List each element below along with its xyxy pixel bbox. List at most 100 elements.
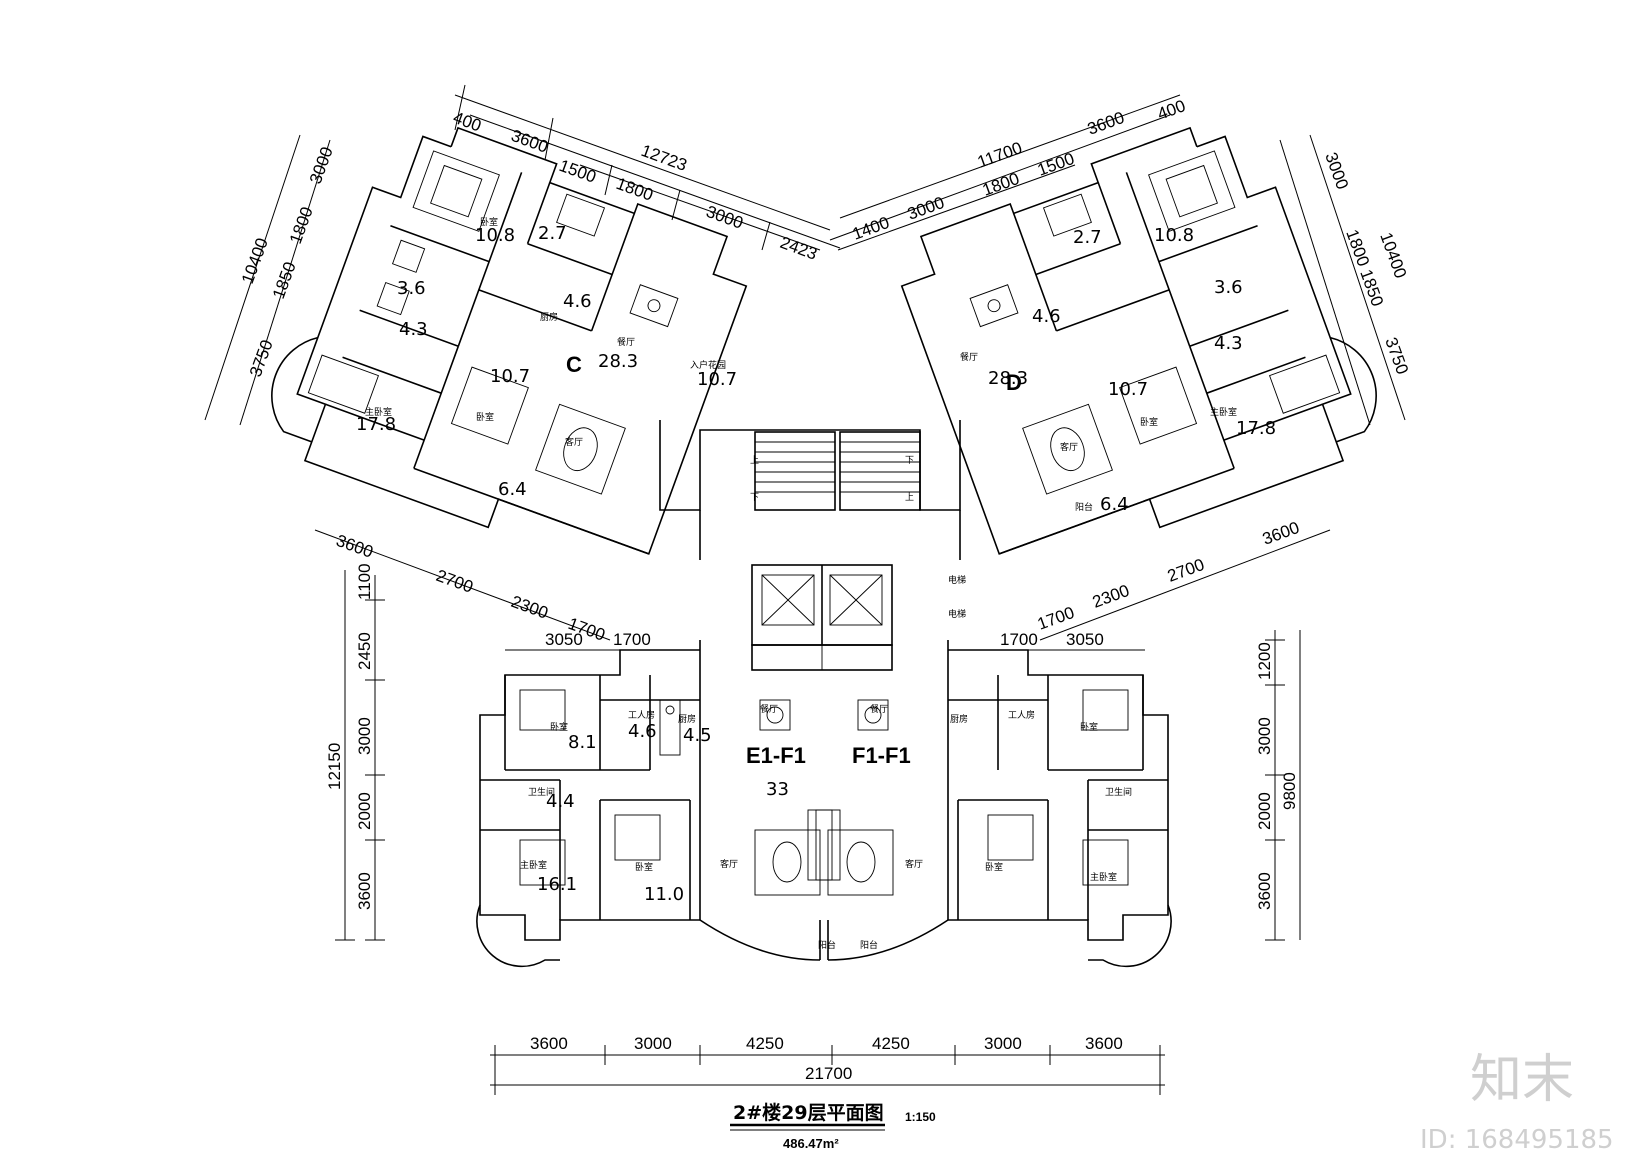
room-e-kitchen: 厨房 [678,713,696,725]
room-d-master: 主卧室 [1210,406,1237,418]
room-d-living: 客厅 [1060,441,1078,453]
area-c-1: 2.7 [538,223,567,244]
room-e-dining: 餐厅 [760,703,778,715]
area-c-8: 17.8 [356,414,396,435]
dim-le-1: 2450 [355,632,374,670]
dim-ue-1: 1700 [613,630,651,649]
dim-tl-0: 400 [451,108,484,136]
unit-c-label: C [566,352,582,377]
room-e-master: 主卧室 [520,859,547,871]
dim-le-2: 12150 [325,743,344,790]
drawing-title: 2#楼29层平面图 [733,1101,884,1124]
title-block [730,1123,885,1131]
dim-tl-3: 1500 [557,156,599,187]
stair-down-2: 下 [750,493,759,503]
room-f-worker: 工人房 [1008,709,1035,721]
dim-mr-2: 2700 [1165,555,1207,586]
area-c-5: 28.3 [598,351,638,372]
area-c-3: 4.6 [563,291,592,312]
area-e-0: 8.1 [568,732,597,753]
dim-top-right [829,94,1181,251]
dim-le-3: 3000 [355,717,374,755]
area-d-0: 10.8 [1154,225,1194,246]
area-e-4: 16.1 [537,874,577,895]
dim-ml-0: 3600 [334,531,376,562]
dim-b-4: 3000 [984,1034,1022,1053]
dim-mid [314,529,1331,641]
area-d-1: 2.7 [1073,227,1102,248]
room-e-bedroom2: 卧室 [635,861,653,873]
stair-up-2: 上 [905,492,914,503]
room-c-bedroom2: 卧室 [476,411,494,423]
dim-tr-4: 3000 [905,193,947,224]
dim-tr-6: 1500 [1035,149,1077,180]
dim-rf-0: 1200 [1255,642,1274,680]
dim-b-0: 3600 [530,1034,568,1053]
dim-tr-1: 3600 [1085,108,1127,139]
dim-lc-3: 1850 [269,259,300,301]
area-e-5: 11.0 [644,884,684,905]
stair-down-1: 下 [905,456,914,466]
dim-left-c [204,134,331,426]
room-f-elevator2: 电梯 [948,608,966,620]
area-e-3: 4.4 [546,791,575,812]
dim-le-0: 1100 [355,563,374,600]
room-f-balcony: 阳台 [860,939,878,951]
dim-rf-4: 3600 [1255,872,1274,910]
unit-c [271,126,748,555]
area-d-3: 4.6 [1032,306,1061,327]
dim-b-1: 3000 [634,1034,672,1053]
dim-uf-1: 3050 [1066,630,1104,649]
room-c-dining: 餐厅 [617,336,635,348]
dim-tr-2: 400 [1155,96,1188,124]
dim-tl-1: 3600 [509,126,551,157]
area-c-2: 3.6 [397,278,426,299]
room-f-elevator: 电梯 [948,574,966,586]
area-d-8: 6.4 [1100,494,1129,515]
room-e-balcony: 阳台 [818,939,836,951]
dim-lc-4: 3750 [246,337,277,379]
area-c-4: 4.3 [399,319,428,340]
room-c-kitchen: 厨房 [540,311,558,323]
dim-lc-2: 10400 [238,235,272,286]
room-f-kitchen: 厨房 [950,713,968,725]
core-stairs [659,420,961,671]
dim-ml-2: 2300 [509,592,551,623]
dim-rf-2: 9800 [1280,772,1299,810]
area-c-6: 10.7 [697,369,737,390]
area-d-2: 3.6 [1214,277,1243,298]
room-d-bedroom: 卧室 [1140,416,1158,428]
dim-b-5: 3600 [1085,1034,1123,1053]
watermark-id: ID: 168495185 [1420,1125,1614,1155]
unit-e-label: E1-F1 [746,743,806,768]
dim-uf-0: 1700 [1000,630,1038,649]
dim-top-left [454,84,841,251]
dim-tl-6: 2423 [778,233,820,264]
area-e-1: 4.6 [628,721,657,742]
room-c-master: 主卧室 [365,406,392,418]
room-e-bath: 卫生间 [528,786,555,798]
unit-f [815,640,1172,968]
room-f-bath: 卫生间 [1105,786,1132,798]
area-e-6: 33 [766,779,789,800]
dim-tl-4: 1800 [614,174,656,205]
dim-right-d [1279,134,1406,426]
dim-rf-1: 3000 [1255,717,1274,755]
area-d-6: 10.7 [1108,379,1148,400]
area-c-0: 10.8 [475,225,515,246]
dim-rd-1: 1800 [1342,227,1373,269]
dim-le-5: 3600 [355,872,374,910]
dim-b-total: 21700 [805,1064,852,1083]
area-d-7: 17.8 [1236,418,1276,439]
dim-b-2: 4250 [746,1034,784,1053]
room-c-bedroom: 卧室 [480,216,498,228]
area-c-9: 6.4 [498,479,527,500]
room-f-bedroom2: 卧室 [985,861,1003,873]
dim-rd-0: 3000 [1321,150,1352,192]
dim-lc-0: 3000 [306,144,337,186]
room-f-living: 客厅 [905,858,923,870]
room-f-bedroom: 卧室 [1080,721,1098,733]
dim-left-e [335,570,385,941]
dim-right-f [1265,630,1301,941]
